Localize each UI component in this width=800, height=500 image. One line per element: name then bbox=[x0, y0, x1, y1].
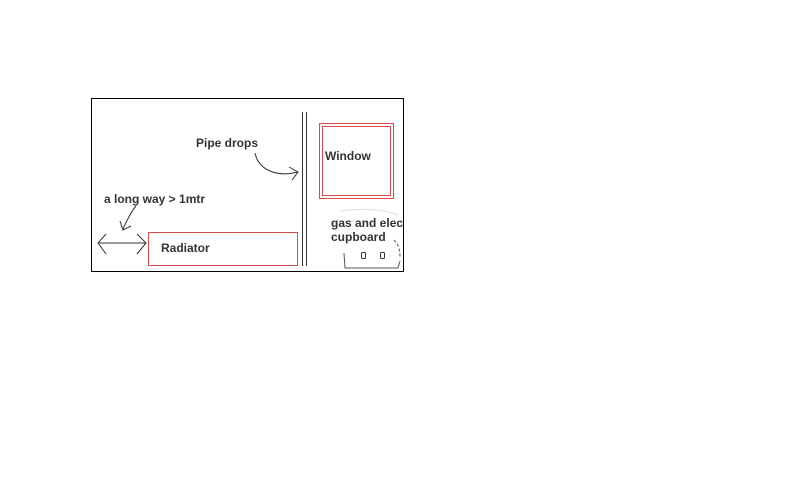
radiator-label: Radiator bbox=[161, 241, 210, 255]
pipe-drops-label: Pipe drops bbox=[196, 136, 259, 150]
cupboard-label: gas and elec cupboard bbox=[331, 216, 403, 244]
long-way-label: a long way > 1mtr bbox=[104, 192, 206, 206]
window-inner-frame bbox=[322, 126, 391, 196]
cupboard-outline bbox=[339, 208, 401, 269]
cupboard-label-clip: gas and elec cupboard bbox=[326, 210, 406, 270]
room-outline bbox=[91, 98, 404, 272]
cupboard-label-line1: gas and elec bbox=[331, 216, 404, 230]
distance-arrow bbox=[97, 233, 147, 255]
cupboard-meters bbox=[361, 252, 385, 259]
window-label: Window bbox=[325, 149, 371, 163]
cupboard-label-line2: cupboard bbox=[331, 230, 386, 244]
radiator-box bbox=[148, 232, 298, 266]
long-way-pointer bbox=[119, 205, 137, 231]
pipe-drops-pointer bbox=[254, 152, 299, 181]
window-outer-frame bbox=[319, 123, 394, 199]
